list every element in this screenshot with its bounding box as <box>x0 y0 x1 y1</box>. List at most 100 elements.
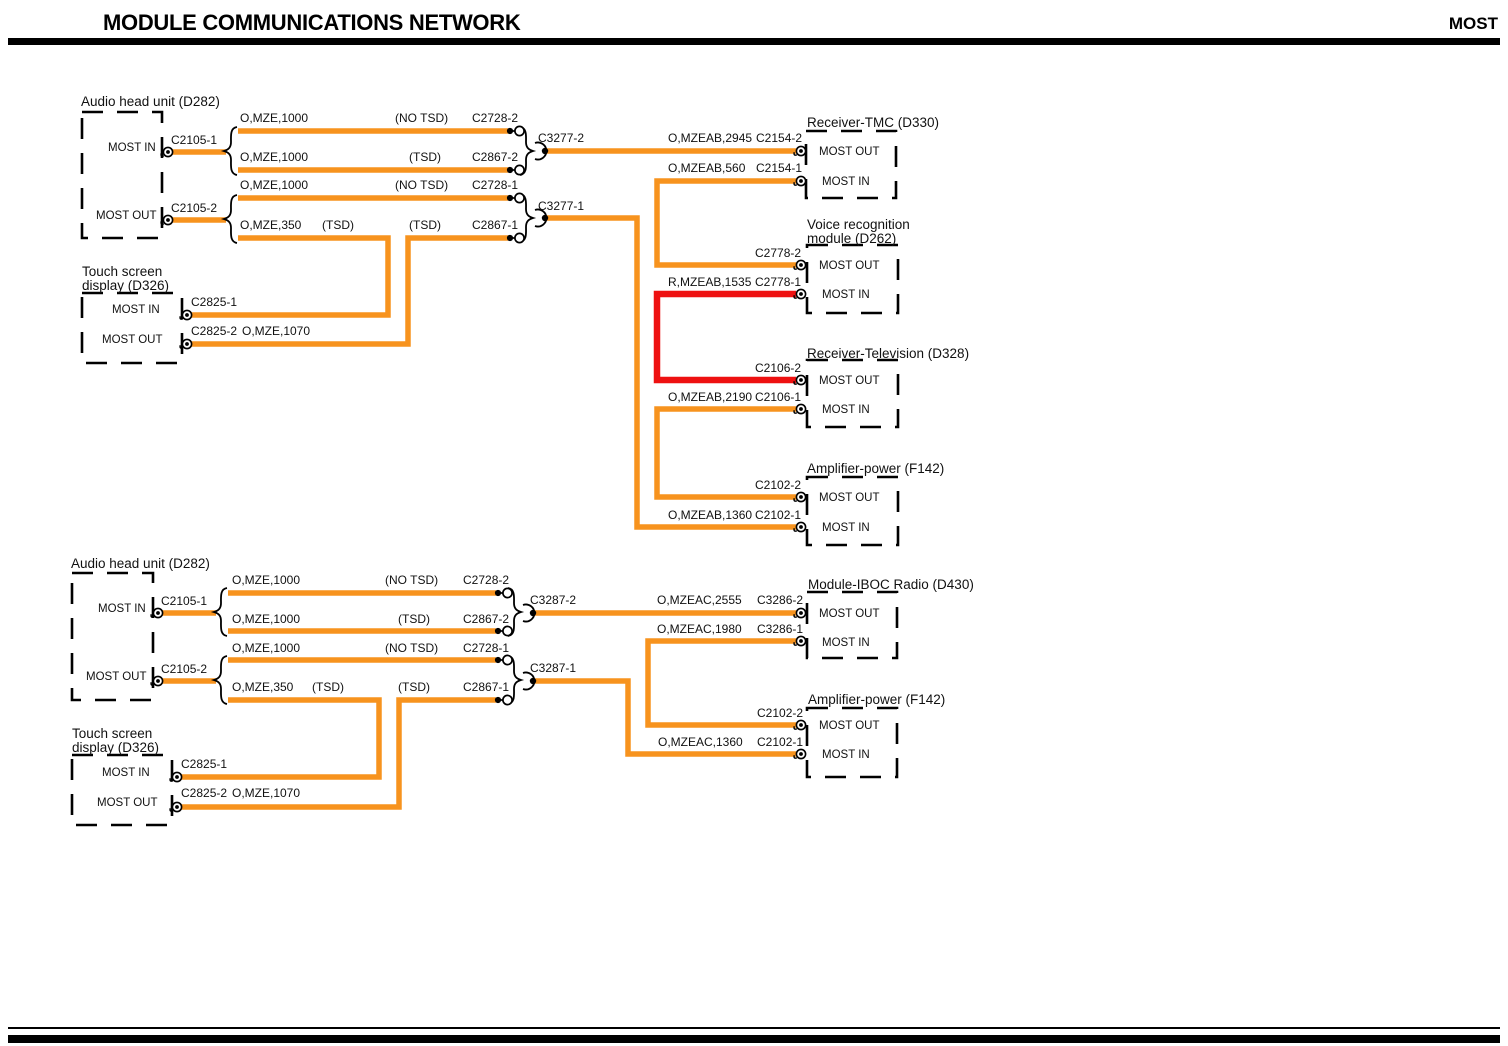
wire-n1-tv-out-voice-in <box>653 290 796 384</box>
section-label: MOST <box>1449 14 1499 33</box>
hu1-most-out-label: MOST OUT <box>96 210 156 222</box>
wire-n1-touch-out <box>190 235 508 347</box>
pin-tmc-most-in-icon <box>793 175 807 187</box>
voice-in-connector: C2778-1 <box>755 275 801 289</box>
touch1-out-connector: C2825-2 <box>191 324 237 338</box>
n2-r3-tag: (NO TSD) <box>385 641 438 655</box>
tv-in-connector: C2106-1 <box>755 390 801 404</box>
voice-title-line2: module (D262) <box>807 231 896 246</box>
wire-end-c2867-2 <box>506 164 525 176</box>
wire-end-c2867-1 <box>506 232 525 244</box>
n1-r1-circuit: O,MZE,1000 <box>240 111 308 125</box>
wire-n2-touch-out <box>180 697 496 810</box>
voice-out-connector: C2778-2 <box>755 246 801 260</box>
amp1-most-out-label: MOST OUT <box>819 492 879 504</box>
iboc-title: Module-IBOC Radio (D430) <box>808 577 974 592</box>
iboc-most-in-label: MOST IN <box>822 637 870 649</box>
n1-r4-tag1: (TSD) <box>322 218 354 232</box>
split-brace-n2-top <box>213 587 228 637</box>
pin-voice-most-out-icon <box>793 259 807 271</box>
n2-inline-top-label: C3287-2 <box>530 593 576 607</box>
wire-end-c2867-2-n2 <box>494 625 513 637</box>
amp2-in-circuit: O,MZEAC,1360 <box>658 735 743 749</box>
touch2-most-in-label: MOST IN <box>102 767 150 779</box>
wire-n1-c3277-1-amp-in <box>546 215 796 530</box>
wire-end-c2728-1 <box>506 192 525 204</box>
iboc-most-out-label: MOST OUT <box>819 608 879 620</box>
hu2-most-out-label: MOST OUT <box>86 671 146 683</box>
n1-r3-circuit: O,MZE,1000 <box>240 178 308 192</box>
n2-r1-connector: C2728-2 <box>463 573 509 587</box>
touch1-title-line2: display (D326) <box>82 278 169 293</box>
n2-r3-connector: C2728-1 <box>463 641 509 655</box>
iboc-out-connector: C3286-2 <box>757 593 803 607</box>
tv-in-circuit: O,MZEAB,2190 <box>668 390 752 404</box>
split-brace-n1-top <box>223 126 238 176</box>
tmc-title: Receiver-TMC (D330) <box>807 115 939 130</box>
page-title: MODULE COMMUNICATIONS NETWORK <box>103 10 521 35</box>
hu1-in-connector: C2105-1 <box>171 133 217 147</box>
touch1-title-line1: Touch screen <box>82 264 162 279</box>
voice-in-circuit: R,MZEAB,1535 <box>668 275 752 289</box>
voice-most-in-label: MOST IN <box>822 289 870 301</box>
inline-connector-c3287-1-icon <box>522 671 538 691</box>
box-head-unit-1 <box>80 110 164 240</box>
n2-r3-circuit: O,MZE,1000 <box>232 641 300 655</box>
wire-n1-tmc-in-voice-out <box>654 178 796 268</box>
footer-rule <box>8 1035 1500 1043</box>
n1-r2-circuit: O,MZE,1000 <box>240 150 308 164</box>
n1-r1-connector: C2728-2 <box>472 111 518 125</box>
amp2-in-connector: C2102-1 <box>757 735 803 749</box>
touch2-title-line2: display (D326) <box>72 740 159 755</box>
amp1-out-connector: C2102-2 <box>755 478 801 492</box>
voice-most-out-label: MOST OUT <box>819 260 879 272</box>
wire-n2-iboc-in-amp-out <box>645 638 796 728</box>
pin-amp2-most-out-icon <box>793 719 807 731</box>
tmc-most-out-label: MOST OUT <box>819 146 879 158</box>
box-head-unit-2 <box>70 571 155 702</box>
box-amplifier-1 <box>805 475 900 547</box>
touch2-out-circuit: O,MZE,1070 <box>232 786 300 800</box>
inline-connector-c3287-2-icon <box>522 603 538 623</box>
touch1-most-in-label: MOST IN <box>112 304 160 316</box>
n1-inline-top-label: C3277-2 <box>538 131 584 145</box>
pin-amp1-most-out-icon <box>793 491 807 503</box>
tmc-out-connector: C2154-2 <box>756 131 802 145</box>
pin-amp2-most-in-icon <box>793 748 807 760</box>
n2-inline-bottom-label: C3287-1 <box>530 661 576 675</box>
wire-end-c2728-2 <box>506 125 525 137</box>
n1-r3-tag: (NO TSD) <box>395 178 448 192</box>
pin-tmc-most-out-icon <box>793 145 807 157</box>
tv-most-out-label: MOST OUT <box>819 375 879 387</box>
box-touch-screen-1 <box>80 291 184 365</box>
n1-inline-bottom-label: C3277-1 <box>538 199 584 213</box>
n2-r4-circuit: O,MZE,350 <box>232 680 294 694</box>
amp2-title: Amplifier-power (F142) <box>808 692 945 707</box>
wire-n1-tv-in-amp-out <box>654 406 796 500</box>
touch2-most-out-label: MOST OUT <box>97 797 157 809</box>
touch1-most-out-label: MOST OUT <box>102 334 162 346</box>
box-voice-module <box>805 243 900 315</box>
box-iboc-radio <box>805 590 899 660</box>
touch1-in-connector: C2825-1 <box>191 295 237 309</box>
touch2-in-connector: C2825-1 <box>181 757 227 771</box>
hu1-out-connector: C2105-2 <box>171 201 217 215</box>
header-rule <box>8 38 1500 45</box>
iboc-in-connector: C3286-1 <box>757 622 803 636</box>
split-brace-n2-bottom <box>213 655 228 705</box>
touch2-title-line1: Touch screen <box>72 726 152 741</box>
voice-title-line1: Voice recognition <box>807 217 910 232</box>
tmc-out-circuit: O,MZEAB,2945 <box>668 131 752 145</box>
n1-r2-connector: C2867-2 <box>472 150 518 164</box>
hu2-title: Audio head unit (D282) <box>71 556 210 571</box>
iboc-out-circuit: O,MZEAC,2555 <box>657 593 742 607</box>
wire-n1-r4-to-touch-in <box>190 235 391 318</box>
pin-tv-most-in-icon <box>793 403 807 415</box>
box-amplifier-2 <box>805 706 899 779</box>
amp1-most-in-label: MOST IN <box>822 522 870 534</box>
hu1-most-in-label: MOST IN <box>108 142 156 154</box>
tmc-most-in-label: MOST IN <box>822 176 870 188</box>
n2-r2-circuit: O,MZE,1000 <box>232 612 300 626</box>
inline-connector-c3277-2-icon <box>534 141 550 161</box>
